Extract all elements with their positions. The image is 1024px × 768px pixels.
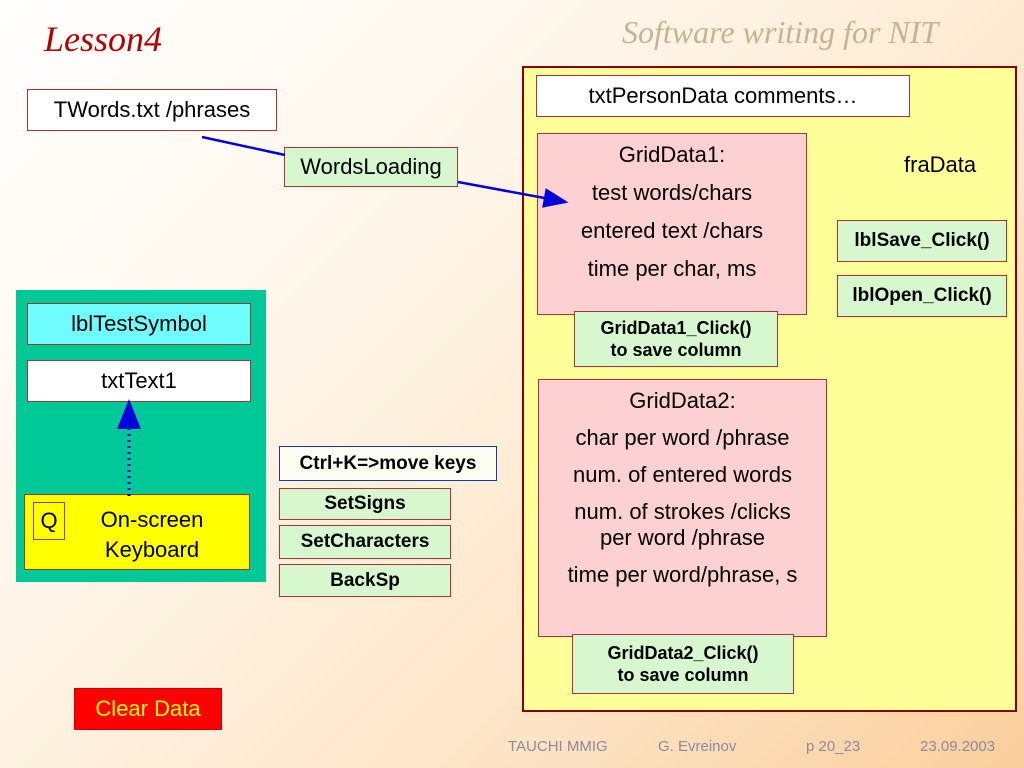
griddata1-row: entered text /chars <box>580 218 764 243</box>
griddata2-grid[interactable]: GridData2: char per word /phrase num. of… <box>538 379 827 637</box>
griddata2-click-button[interactable]: GridData2_Click() to save column <box>572 634 794 694</box>
words-loading-box: WordsLoading <box>284 147 458 187</box>
keyboard-label-line2: Keyboard <box>104 537 200 562</box>
txt-text1-input[interactable]: txtText1 <box>27 360 251 402</box>
slide-header: Software writing for NIT <box>622 14 939 50</box>
griddata1-row: time per char, ms <box>587 256 757 281</box>
clear-data-button[interactable]: Clear Data <box>74 688 222 730</box>
ctrl-k-move-keys-button[interactable]: Ctrl+K=>move keys <box>279 446 497 481</box>
griddata1-click-label: GridData1_Click() <box>600 318 752 338</box>
griddata1-row: test words/chars <box>591 180 753 205</box>
lesson-title: Lesson4 <box>44 19 163 59</box>
griddata2-row: time per word/phrase, s <box>567 562 798 587</box>
lbl-save-button[interactable]: lblSave_Click() <box>837 220 1007 262</box>
griddata1-click-button[interactable]: GridData1_Click() to save column <box>574 311 778 367</box>
griddata1-grid[interactable]: GridData1: test words/chars entered text… <box>537 133 807 315</box>
keyboard-label-line1: On-screen <box>100 507 204 532</box>
griddata2-click-label: GridData2_Click() <box>607 643 759 663</box>
twords-to-loading-line <box>201 135 286 157</box>
griddata2-row: num. of strokes /clicks per word /phrase <box>574 499 791 550</box>
backsp-button[interactable]: BackSp <box>279 564 451 597</box>
keyboard-label: On-screen Keyboard <box>70 505 234 565</box>
footer-page: p 20_23 <box>806 738 861 755</box>
griddata2-title: GridData2: <box>629 388 736 413</box>
griddata1-title: GridData1: <box>618 142 726 167</box>
keyboard-key-q[interactable]: Q <box>33 502 65 540</box>
griddata2-row: char per word /phrase <box>575 425 790 450</box>
loading-to-griddata1-arrow <box>457 180 569 208</box>
footer-org: TAUCHI MMIG <box>508 738 608 755</box>
set-signs-button[interactable]: SetSigns <box>279 488 451 520</box>
griddata1-click-sublabel: to save column <box>610 340 742 360</box>
lbl-test-symbol: lblTestSymbol <box>27 303 251 345</box>
griddata2-row: num. of entered words <box>573 462 792 487</box>
footer-date: 23.09.2003 <box>920 738 996 755</box>
footer-author: G. Evreinov <box>658 738 737 755</box>
set-characters-button[interactable]: SetCharacters <box>279 525 451 559</box>
griddata2-click-sublabel: to save column <box>617 665 749 685</box>
lbl-open-button[interactable]: lblOpen_Click() <box>837 275 1007 317</box>
txt-person-data-input[interactable]: txtPersonData comments… <box>536 75 910 117</box>
twords-file-box: TWords.txt /phrases <box>27 89 277 131</box>
fradata-label: fraData <box>904 152 977 177</box>
